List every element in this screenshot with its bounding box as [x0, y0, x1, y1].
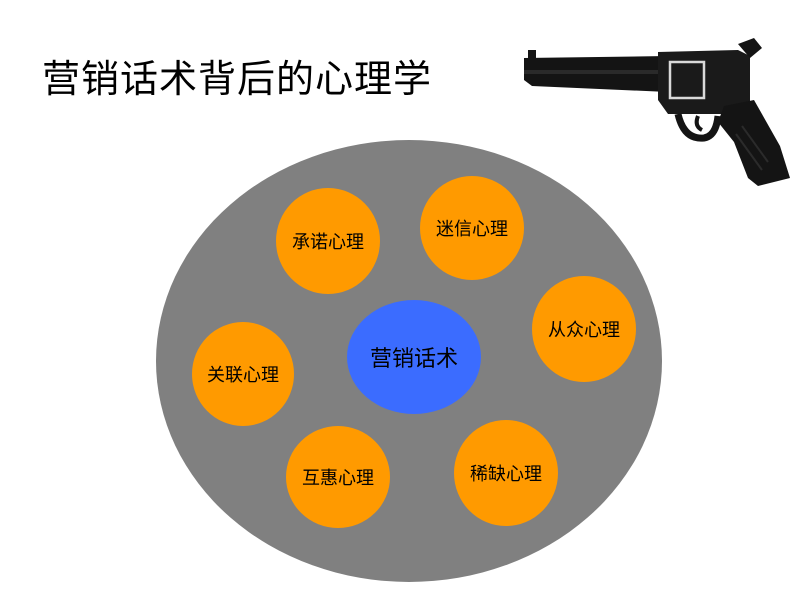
revolver-icon — [524, 38, 790, 186]
node-commitment: 承诺心理 — [276, 188, 380, 294]
node-scarcity: 稀缺心理 — [454, 420, 558, 526]
node-conformity: 从众心理 — [532, 276, 636, 382]
node-superstition: 迷信心理 — [420, 176, 524, 280]
center-node: 营销话术 — [347, 300, 481, 414]
node-reciprocity: 互惠心理 — [286, 426, 390, 528]
slide-title: 营销话术背后的心理学 — [42, 57, 433, 101]
node-association: 关联心理 — [192, 322, 294, 426]
